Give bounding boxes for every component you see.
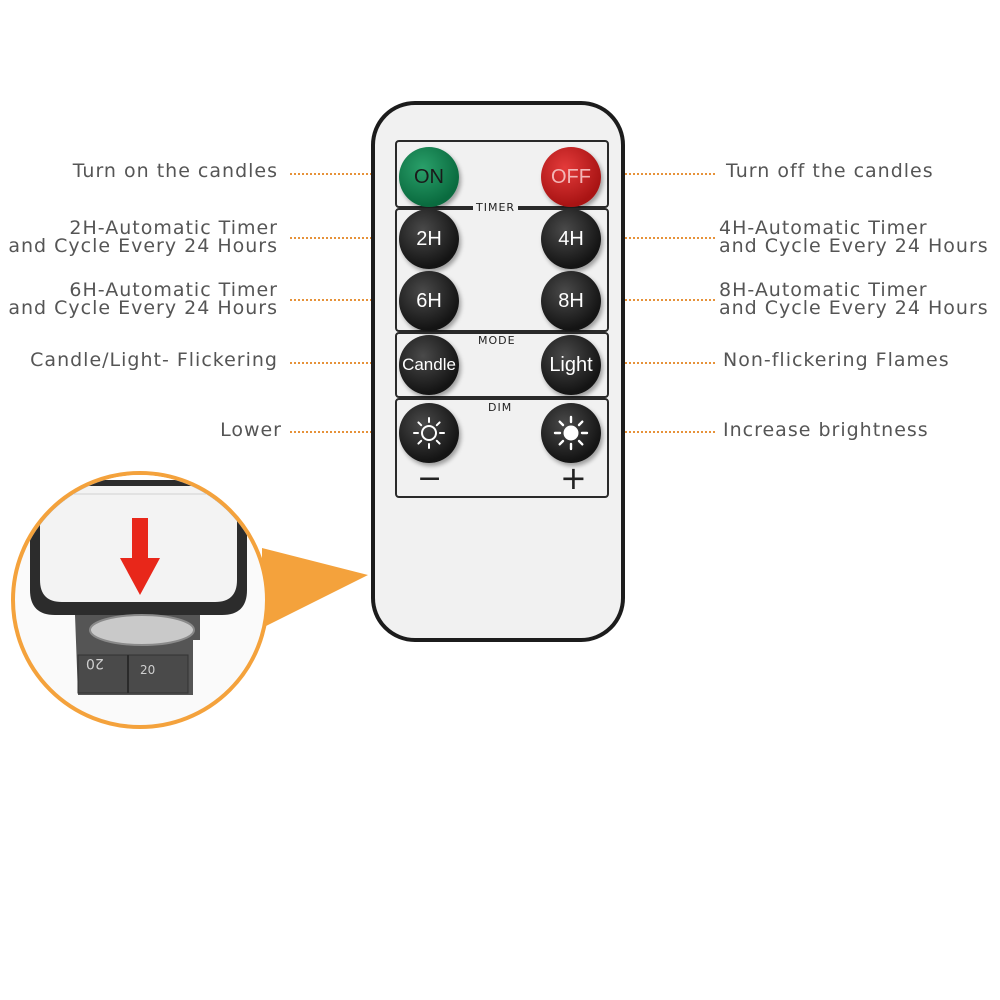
timer-title: TIMER bbox=[473, 201, 519, 214]
label-lower: Lower bbox=[220, 419, 282, 441]
label-light: Non-flickering Flames bbox=[723, 349, 950, 371]
label-2h-timer: 2H-Automatic Timer and Cycle Every 24 Ho… bbox=[8, 217, 278, 257]
leader-candle bbox=[290, 362, 400, 364]
timer-2h-button[interactable]: 2H bbox=[399, 209, 459, 269]
timer-4h-button[interactable]: 4H bbox=[541, 209, 601, 269]
label-candle: Candle/Light- Flickering bbox=[30, 349, 278, 371]
leader-on bbox=[290, 173, 400, 175]
dim-title: DIM bbox=[485, 401, 516, 414]
leader-light bbox=[600, 362, 715, 364]
tray-mark-left: 20 bbox=[86, 655, 104, 671]
label-6h-timer: 6H-Automatic Timer and Cycle Every 24 Ho… bbox=[8, 279, 278, 319]
sun-bright-icon bbox=[553, 415, 589, 451]
leader-lower bbox=[290, 431, 400, 433]
label-8h-line1: 8H-Automatic Timer bbox=[719, 279, 928, 301]
label-8h-timer: 8H-Automatic Timer and Cycle Every 24 Ho… bbox=[719, 279, 989, 319]
callout-cone bbox=[262, 548, 368, 628]
timer-6h-button[interactable]: 6H bbox=[399, 271, 459, 331]
coin-cell bbox=[89, 614, 195, 646]
dim-lower-button[interactable] bbox=[399, 403, 459, 463]
label-8h-line2: and Cycle Every 24 Hours bbox=[719, 297, 989, 319]
label-6h-line1: 6H-Automatic Timer bbox=[69, 279, 278, 301]
label-4h-line1: 4H-Automatic Timer bbox=[719, 217, 928, 239]
arrow-down-icon bbox=[120, 518, 160, 595]
label-turn-on: Turn on the candles bbox=[72, 160, 278, 182]
mode-panel bbox=[395, 332, 609, 398]
off-button[interactable]: OFF bbox=[541, 147, 601, 207]
dim-panel bbox=[395, 398, 609, 498]
timer-8h-button[interactable]: 8H bbox=[541, 271, 601, 331]
remote-control: ON OFF TIMER 2H 4H 6H 8H MODE Candle Lig… bbox=[371, 101, 625, 642]
plus-sign: + bbox=[560, 459, 587, 497]
sun-dim-icon bbox=[413, 417, 445, 449]
leader-6h bbox=[290, 299, 400, 301]
light-mode-button[interactable]: Light bbox=[541, 335, 601, 395]
mode-title: MODE bbox=[475, 334, 519, 347]
minus-sign: − bbox=[417, 461, 443, 496]
label-2h-line1: 2H-Automatic Timer bbox=[69, 217, 278, 239]
label-4h-line2: and Cycle Every 24 Hours bbox=[719, 235, 989, 257]
leader-off bbox=[600, 173, 715, 175]
dim-increase-button[interactable] bbox=[541, 403, 601, 463]
leader-2h bbox=[290, 237, 400, 239]
leader-increase bbox=[600, 431, 715, 433]
on-button[interactable]: ON bbox=[399, 147, 459, 207]
leader-8h bbox=[600, 299, 715, 301]
candle-mode-button[interactable]: Candle bbox=[399, 335, 459, 395]
label-4h-timer: 4H-Automatic Timer and Cycle Every 24 Ho… bbox=[719, 217, 989, 257]
label-6h-line2: and Cycle Every 24 Hours bbox=[8, 297, 278, 319]
label-increase: Increase brightness bbox=[723, 419, 929, 441]
label-2h-line2: and Cycle Every 24 Hours bbox=[8, 235, 278, 257]
tray-mark-right: 20 bbox=[140, 663, 156, 677]
label-turn-off: Turn off the candles bbox=[726, 160, 934, 182]
leader-4h bbox=[600, 237, 715, 239]
